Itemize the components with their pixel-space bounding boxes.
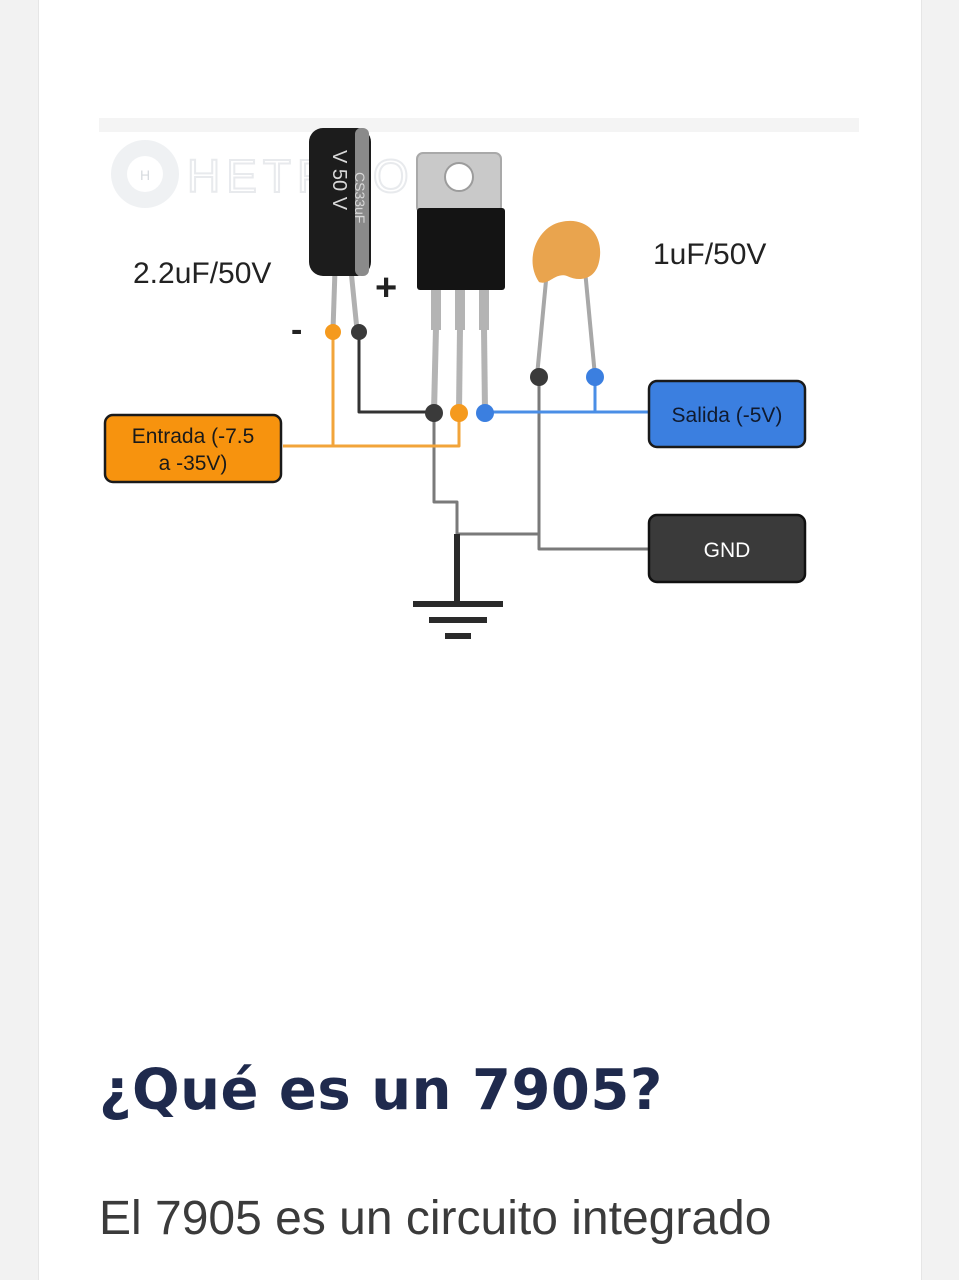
electrolytic-capacitor-icon: V 50 V CS33uF: [309, 128, 371, 331]
watermark-text: HETPRO: [187, 150, 415, 202]
circuit-diagram: H HETPRO V 50 V CS33uF: [39, 0, 921, 700]
gnd-label-box: GND: [647, 513, 807, 584]
article-heading: ¿Qué es un 7905?: [99, 1058, 663, 1123]
input-label-line2: a -35V): [159, 452, 228, 475]
capacitor-2-2uf-label: 2.2uF/50V: [133, 257, 271, 290]
svg-text:H: H: [140, 167, 150, 183]
ceramic-capacitor-icon: [532, 220, 601, 377]
ground-icon: [413, 534, 503, 639]
capacitor-1uf-label: 1uF/50V: [653, 238, 766, 271]
output-label-box: Salida (-5V): [647, 379, 807, 449]
watermark-logo: H HETPRO: [111, 140, 415, 208]
output-label: Salida (-5V): [672, 404, 783, 427]
minus-sign: -: [291, 311, 302, 349]
voltage-regulator-icon: [416, 152, 505, 413]
article-paragraph: El 7905 es un circuito integrado: [99, 1192, 772, 1245]
input-label-box: Entrada (-7.5 a -35V): [103, 413, 283, 484]
capacitor-body-text: V 50 V: [328, 150, 350, 211]
capacitor-body-text-2: CS33uF: [352, 172, 368, 223]
plus-sign: +: [375, 267, 397, 309]
gnd-label: GND: [704, 539, 751, 562]
input-label-line1: Entrada (-7.5: [132, 425, 255, 448]
article-card: H HETPRO V 50 V CS33uF: [38, 0, 922, 1280]
